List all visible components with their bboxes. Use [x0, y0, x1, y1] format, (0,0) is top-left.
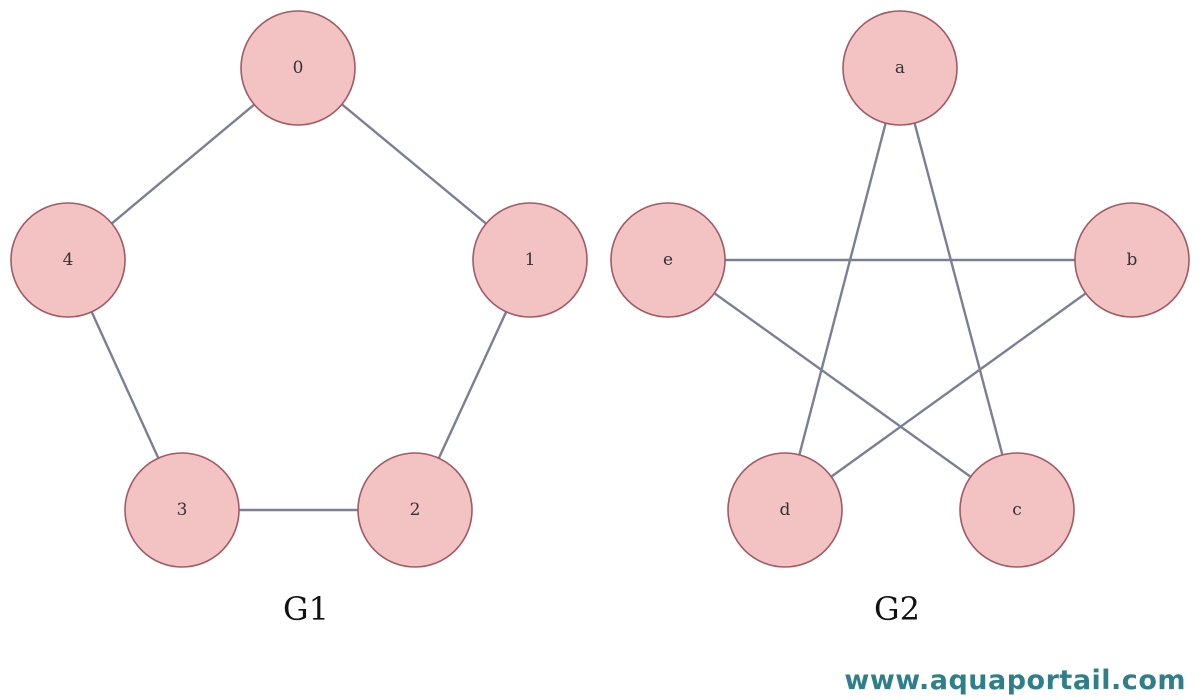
node-3: 3: [124, 452, 240, 568]
edge-a-d: [783, 67, 902, 511]
node-b: b: [1074, 202, 1190, 318]
node-circle: [240, 10, 356, 126]
node-label: 4: [63, 250, 74, 270]
node-circle: [959, 452, 1075, 568]
node-circle: [10, 202, 126, 318]
node-label: 1: [525, 250, 536, 270]
node-label: 3: [177, 500, 188, 520]
graph-g2-edges: [667, 67, 1133, 511]
node-circle: [1074, 202, 1190, 318]
node-0: 0: [240, 10, 356, 126]
node-label: 2: [410, 500, 421, 520]
node-circle: [842, 10, 958, 126]
graph-g2-nodes: a b c d e: [610, 10, 1190, 568]
edge-e-c: [667, 259, 1018, 511]
node-circle: [357, 452, 473, 568]
node-label: d: [780, 500, 791, 520]
node-label: b: [1127, 250, 1138, 270]
node-4: 4: [10, 202, 126, 318]
graph-g2-caption: G2: [874, 590, 920, 628]
graph-g1-edges: [66, 67, 532, 512]
watermark-text: www.aquaportail.com: [844, 665, 1186, 696]
node-d: d: [727, 452, 843, 568]
node-circle: [727, 452, 843, 568]
node-e: e: [610, 202, 726, 318]
graph-g1: 0 1 2 3 4 G1: [10, 10, 588, 628]
graph-g1-nodes: 0 1 2 3 4: [10, 10, 588, 568]
node-circle: [472, 202, 588, 318]
node-1: 1: [472, 202, 588, 318]
node-a: a: [842, 10, 958, 126]
node-label: c: [1012, 500, 1022, 520]
node-label: e: [663, 250, 673, 270]
node-label: 0: [293, 58, 304, 78]
node-circle: [610, 202, 726, 318]
node-2: 2: [357, 452, 473, 568]
graph-g1-caption: G1: [283, 590, 329, 628]
edge-a-c: [898, 67, 1019, 511]
node-circle: [124, 452, 240, 568]
node-label: a: [895, 58, 905, 78]
edge-b-d: [784, 259, 1133, 511]
graph-g2: a b c d e G2: [610, 10, 1190, 628]
node-c: c: [959, 452, 1075, 568]
